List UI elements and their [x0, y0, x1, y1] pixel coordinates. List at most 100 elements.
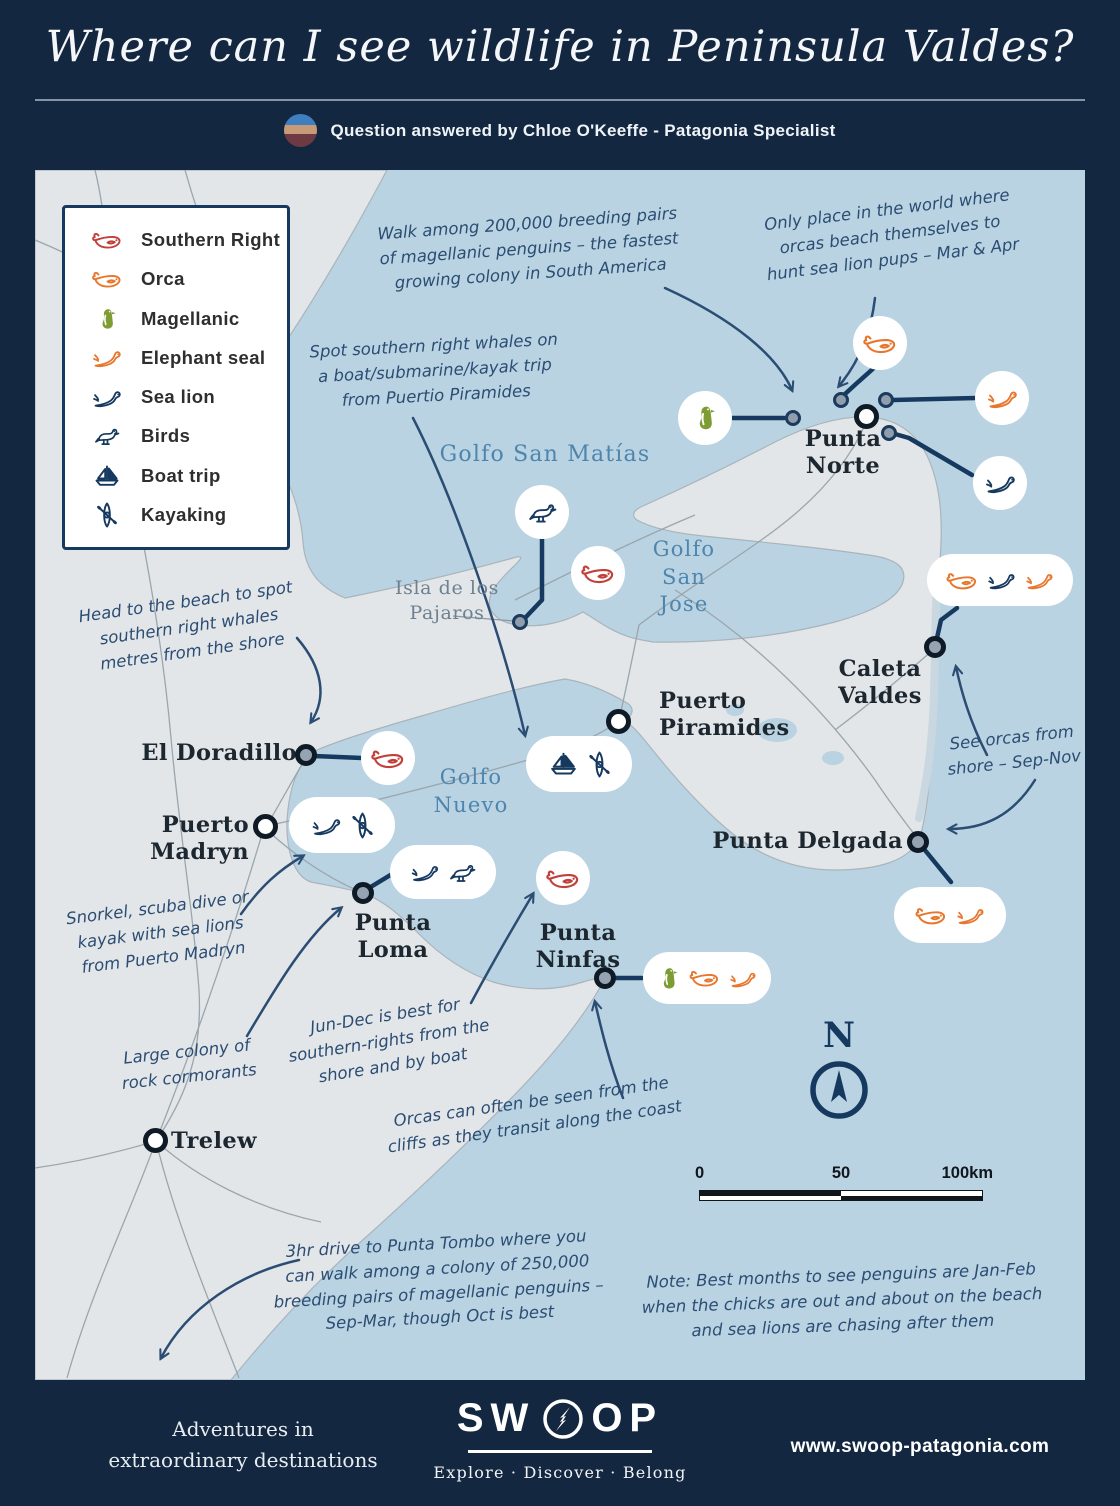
kayak-icon: [89, 501, 125, 529]
map-legend: Southern Right Orca Magellanic Elephant …: [62, 205, 290, 550]
scale-bar-graphic: [699, 1190, 983, 1201]
penguin-icon: [656, 966, 681, 991]
marker-puerto-piramides: [606, 709, 631, 734]
elephant-seal-icon: [728, 968, 758, 989]
marker-punta-ninfas: [594, 967, 616, 989]
logo-text-right: OP: [591, 1396, 664, 1440]
logo-compass-icon: [543, 1398, 584, 1439]
place-label-puerto-piramides: Puerto Piramides: [659, 688, 790, 741]
boat-icon: [547, 750, 580, 778]
wildlife-map: Southern Right Orca Magellanic Elephant …: [35, 170, 1085, 1380]
sea-lion-icon: [310, 814, 343, 837]
elephant-seal-icon: [955, 904, 986, 926]
place-label-puerto-madryn: Puerto Madryn: [150, 812, 249, 865]
website-link[interactable]: www.swoop-patagonia.com: [790, 1436, 1050, 1457]
wildlife-spot-southern-right-punta-ninfas: [536, 851, 590, 905]
orca-whale-icon: [945, 568, 979, 593]
scale-labels: 0 50 100km: [695, 1164, 993, 1186]
byline-row: Question answered by Chloe O'Keeffe - Pa…: [0, 114, 1120, 147]
wildlife-spot-elephant-seal-punta-norte: [975, 371, 1029, 425]
caleta-lagoon: [915, 566, 942, 822]
southern-right-whale-icon: [545, 865, 581, 892]
elephant-seal-icon: [89, 346, 125, 369]
wildlife-spot-punta-ninfas: [643, 952, 771, 1004]
southern-right-whale-icon: [580, 560, 616, 587]
sea-lion-icon: [409, 861, 441, 883]
logo-text-left: SW: [456, 1396, 536, 1440]
place-label-trelew: Trelew: [171, 1128, 257, 1154]
boat-icon: [89, 463, 125, 489]
marker-dot-orca: [833, 392, 849, 408]
annotation-spot-whales: Spot southern right whales on a boat/sub…: [308, 329, 559, 410]
wildlife-spot-southern-right-el-doradillo: [361, 731, 415, 785]
specialist-avatar: [284, 114, 318, 147]
marker-punta-norte: [854, 404, 879, 429]
orca-whale-icon: [688, 966, 721, 990]
wildlife-spot-boat-kayak-golfo-nuevo: [526, 736, 632, 792]
marker-dot-isla-pajaros: [512, 614, 528, 630]
kayak-icon: [587, 750, 612, 779]
wildlife-spot-punta-delgada: [894, 887, 1006, 943]
water-label-isla-pajaros: Isla de los Pajaros: [394, 577, 499, 625]
wildlife-spot-orca-punta-norte: [853, 316, 907, 370]
footer-tagline: Adventures in extraordinary destinations: [108, 1417, 378, 1472]
place-label-punta-ninfas: Punta Ninfas: [535, 920, 621, 973]
wildlife-spot-southern-right-golfo-san-jose: [571, 546, 625, 600]
lake: [822, 751, 844, 765]
southern-right-whale-icon: [370, 745, 406, 772]
connector-lines: [311, 364, 979, 981]
marker-punta-delgada: [907, 831, 929, 853]
legend-item-boat-trip: Boat trip: [89, 459, 287, 493]
header-divider: [35, 99, 1085, 101]
marker-trelew: [143, 1128, 168, 1153]
bird-icon: [527, 499, 558, 526]
place-label-punta-delgada: Punta Delgada: [712, 828, 903, 854]
lake: [757, 718, 797, 742]
marker-dot-elephant-seal: [878, 392, 894, 408]
marker-puerto-madryn: [253, 814, 278, 839]
sea-lion-icon: [983, 471, 1018, 495]
place-label-el-doradillo: El Doradillo: [141, 740, 297, 766]
isla-label-line: [452, 615, 515, 622]
wildlife-spot-sea-lion-birds-punta-loma: [390, 845, 496, 899]
legend-item-orca: Orca: [89, 262, 287, 296]
orca-whale-icon: [862, 330, 898, 357]
place-label-caleta-valdes: Caleta Valdes: [838, 656, 922, 709]
water-label-golfo-san-matias: Golfo San Matías: [439, 442, 651, 467]
annotation-arrows: [161, 286, 1037, 1358]
penguin-icon: [691, 404, 719, 432]
swoop-logo: SW OP Explore · Discover · Belong: [420, 1396, 700, 1482]
wildlife-spot-sea-lion-kayak-puerto-madryn: [289, 797, 395, 853]
orca-whale-icon: [89, 267, 125, 291]
annotation-note-penguins: Note: Best months to see penguins are Ja…: [641, 1259, 1043, 1340]
compass-rose: N: [789, 1018, 889, 1128]
sea-lion-icon: [89, 386, 125, 409]
place-label-punta-norte: Punta Norte: [804, 426, 882, 479]
penguin-icon: [89, 307, 125, 331]
place-label-punta-loma: Punta Loma: [354, 910, 432, 963]
logo-motto: Explore · Discover · Belong: [433, 1463, 687, 1482]
scale-mid: 50: [831, 1164, 851, 1182]
southern-right-whale-icon: [89, 228, 125, 252]
wildlife-spot-sea-lion-punta-norte: [973, 456, 1027, 510]
sea-lion-icon: [986, 569, 1017, 591]
scale-end: 100km: [941, 1164, 993, 1182]
legend-item-elephant-seal: Elephant seal: [89, 341, 287, 375]
wildlife-spot-caleta-valdes: [927, 554, 1073, 606]
lake: [726, 704, 744, 716]
scale-bar: 0 50 100km: [695, 1164, 993, 1201]
marker-dot-sea-lion: [881, 425, 897, 441]
bird-icon: [448, 860, 477, 885]
wildlife-spot-birds-isla-pajaros: [515, 485, 569, 539]
bird-icon: [89, 424, 125, 448]
page-title: Where can I see wildlife in Peninsula Va…: [45, 22, 1075, 72]
marker-punta-loma: [352, 882, 374, 904]
marker-caleta-valdes: [924, 636, 946, 658]
legend-item-magellanic: Magellanic: [89, 302, 287, 336]
annotation-punta-tombo: 3hr drive to Punta Tombo where you can w…: [273, 1226, 605, 1334]
legend-item-kayaking: Kayaking: [89, 498, 287, 532]
kayak-icon: [350, 811, 375, 840]
legend-item-birds: Birds: [89, 419, 287, 453]
orca-whale-icon: [914, 903, 948, 928]
